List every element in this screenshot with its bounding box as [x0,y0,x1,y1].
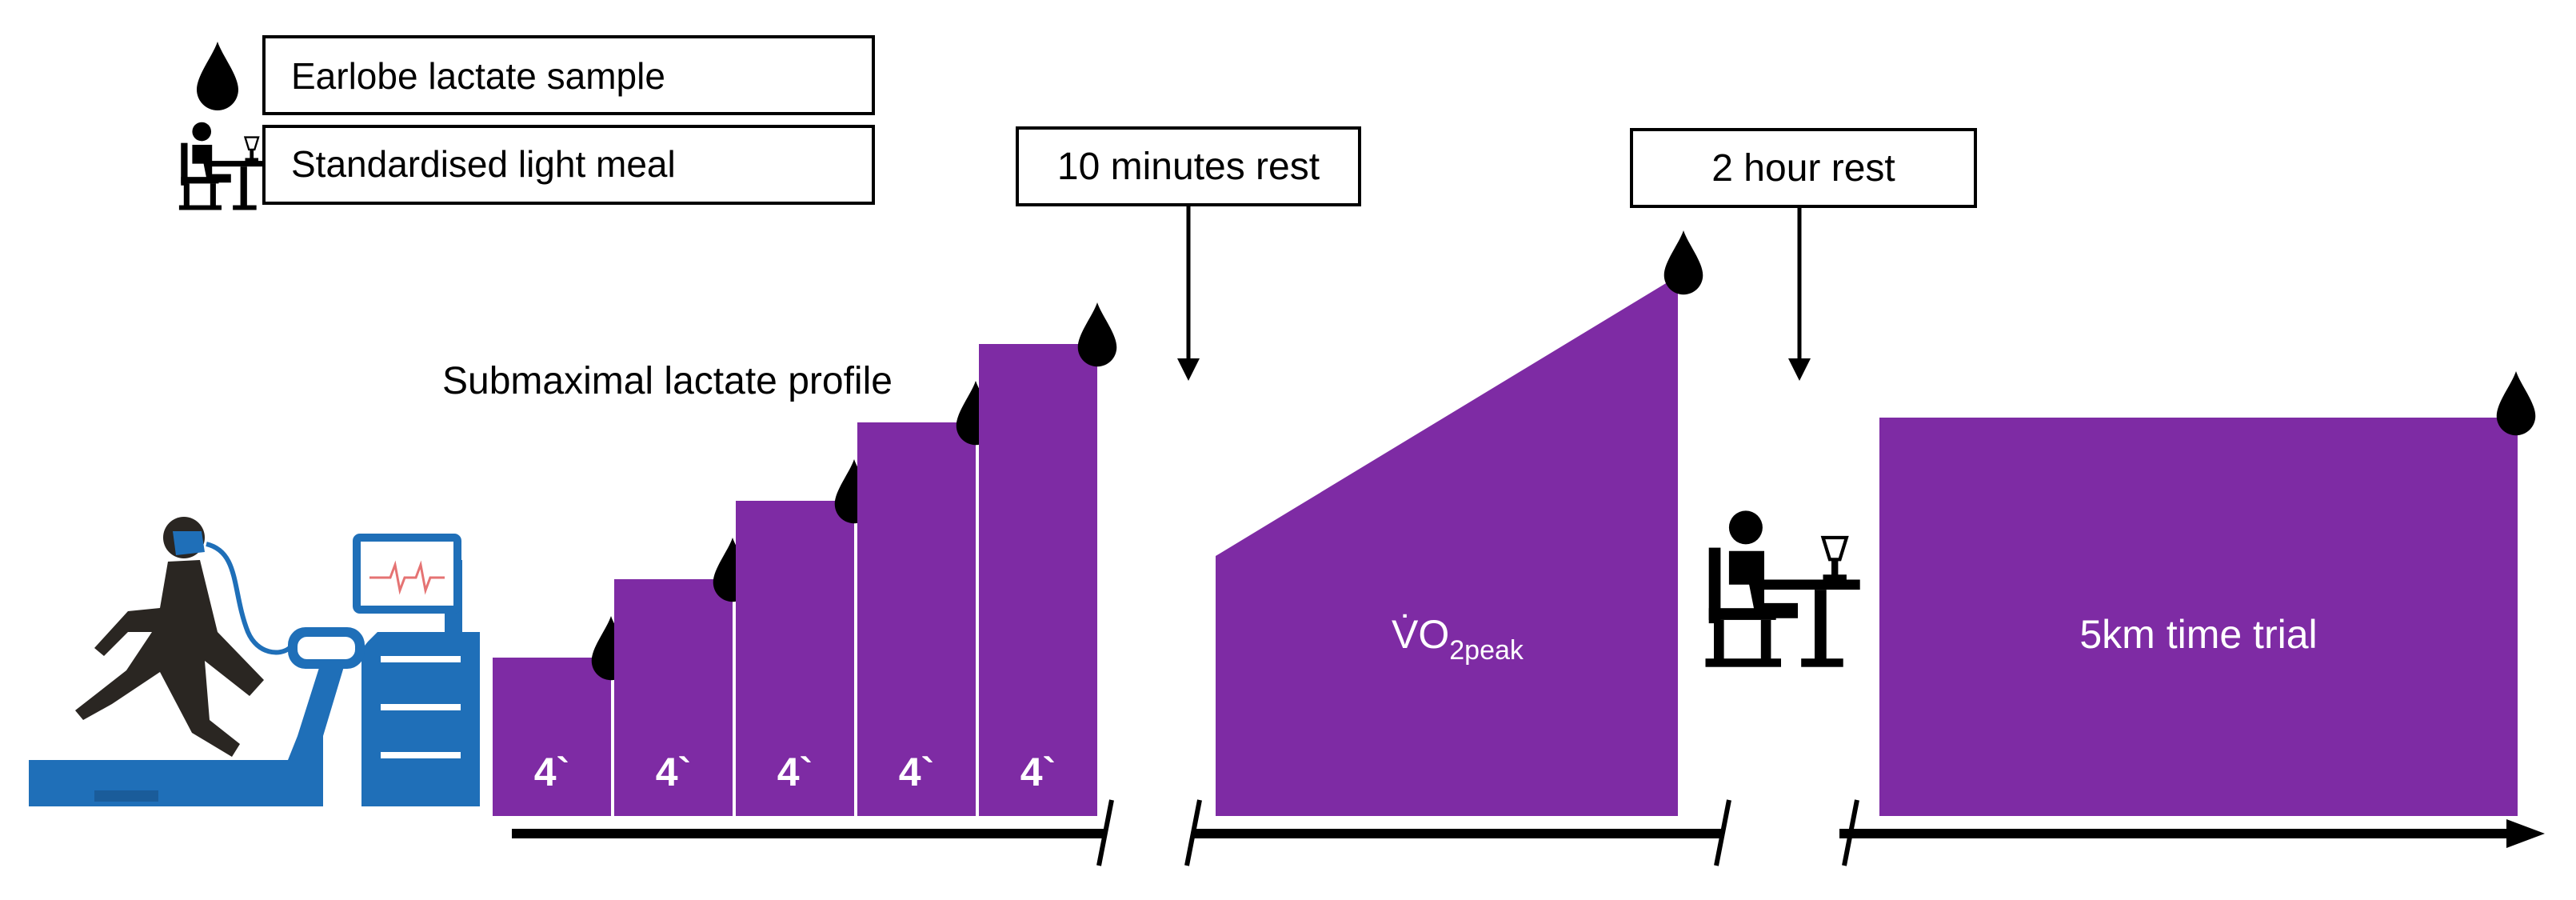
lactate-drop-icon [197,42,238,110]
vo2peak-ramp [1216,276,1678,816]
vo2peak-label: V̇O2peak [1392,612,1524,666]
meal-icon [1706,510,1860,666]
breathing-tube-icon [206,542,291,655]
vo2peak-sub: 2peak [1449,635,1524,666]
time-trial-label: 5km time trial [2079,612,2317,657]
submax-step-4 [857,422,976,816]
timeline-arrowhead [2506,819,2545,848]
treadmill-runner-illustration [29,517,480,806]
submax-step-label: 4` [899,750,934,794]
time-trial-stage: 5km time trial [1879,371,2536,816]
lactate-drop-icon [1077,302,1117,367]
submax-step-3 [736,501,854,816]
submax-step-label: 4` [777,750,813,794]
rest-2-label: 2 hour rest [1711,147,1895,190]
vo2peak-main: V̇O [1392,612,1449,657]
vo2peak-stage: V̇O2peak [1216,230,1703,816]
axis-break [1714,799,1731,866]
submax-step-label: 4` [656,750,691,794]
monitor-icon [353,534,461,614]
axis-break [1184,799,1202,866]
legend-meal-label: Standardised light meal [291,143,676,185]
metabolic-cart-icon [361,560,480,806]
submax-step-5 [979,344,1097,816]
submax-title: Submaximal lactate profile [442,360,893,402]
rest-1-label: 10 minutes rest [1057,146,1320,188]
legend-meal-box [262,125,875,205]
rest-2: 2 hour rest [1630,128,1977,381]
legend: Earlobe lactate sample Standardised ligh… [178,35,875,211]
submax-step-2 [614,579,733,816]
time-trial-block [1879,418,2518,816]
rest-1-box [1016,126,1361,206]
submax-step-label: 4` [1020,750,1056,794]
axis-break [1096,799,1114,866]
submax-step-1 [493,658,611,816]
legend-sample-box [262,35,875,115]
face-mask-icon [173,531,205,555]
rest-2-box [1630,128,1977,208]
submax-steps: 4` 4` 4` 4` 4` [493,302,1117,816]
lactate-drop-icon [1663,230,1703,295]
meal-icon [178,121,267,211]
timeline-axis [512,799,2545,866]
rest-1: 10 minutes rest [1016,126,1361,381]
treadmill-icon [29,640,352,806]
axis-break [1842,799,1859,866]
legend-sample-label: Earlobe lactate sample [291,55,665,97]
lactate-drop-icon [2496,371,2536,436]
submax-step-label: 4` [534,750,569,794]
